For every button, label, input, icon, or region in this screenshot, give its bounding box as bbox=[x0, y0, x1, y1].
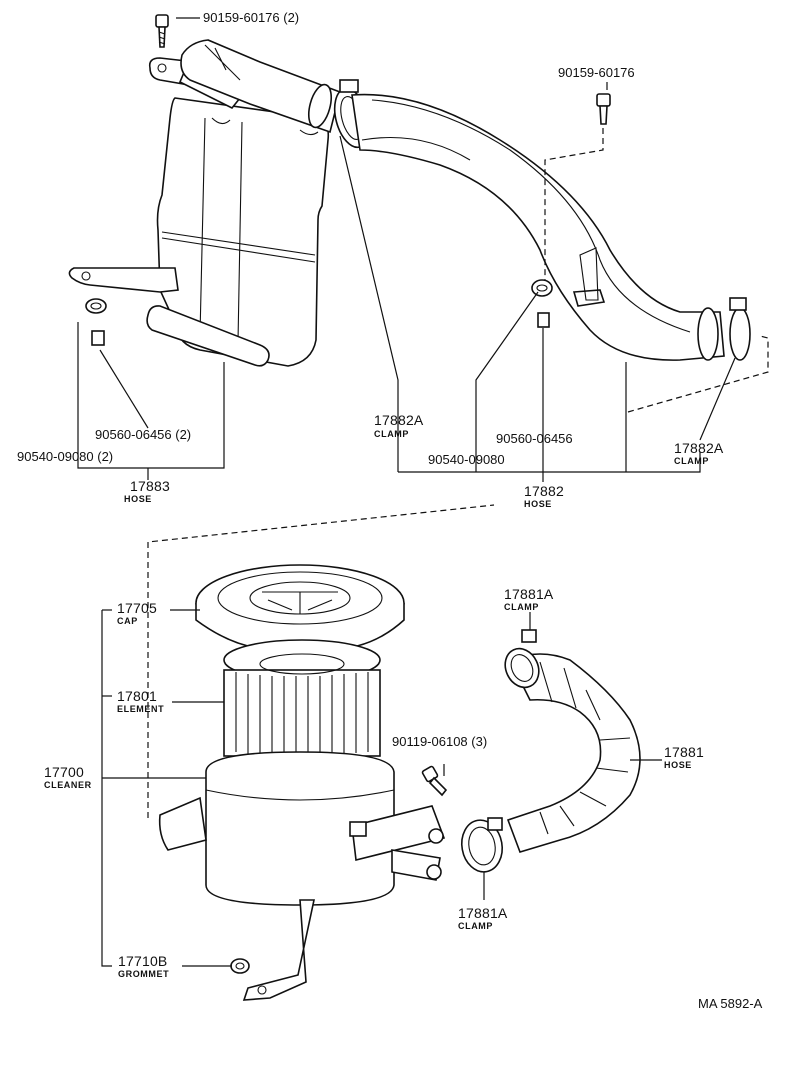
upper-leader-lines bbox=[77, 17, 769, 482]
label-cleaner-name: CLEANER bbox=[44, 780, 92, 790]
hose-17882 bbox=[351, 93, 725, 361]
label-17881-name: HOSE bbox=[664, 760, 692, 770]
label-collar-left: 90560-06456 (2) bbox=[95, 427, 192, 442]
label-17881a-top-name: CLAMP bbox=[504, 602, 539, 612]
bolt-top-left-icon bbox=[155, 14, 169, 48]
label-17881a-bottom-name: CLAMP bbox=[458, 921, 493, 931]
label-17882-name: HOSE bbox=[524, 499, 552, 509]
resonator-tank bbox=[68, 57, 330, 367]
label-grommet-left: 90540-09080 (2) bbox=[17, 449, 114, 464]
drawing-reference: MA 5892-A bbox=[698, 996, 763, 1011]
label-cap-number: 17705 bbox=[117, 600, 157, 616]
bolt-top-right-icon bbox=[596, 93, 611, 125]
label-cap-name: CAP bbox=[117, 616, 138, 626]
label-element-number: 17801 bbox=[117, 688, 157, 704]
cap-17705 bbox=[195, 564, 405, 650]
label-17881a-top-number: 17881A bbox=[504, 586, 554, 602]
label-17881a-bottom-number: 17881A bbox=[458, 905, 508, 921]
grommet-right-icon bbox=[531, 279, 553, 297]
label-collar-right: 90560-06456 bbox=[496, 431, 573, 446]
label-17710b-number: 17710B bbox=[118, 953, 168, 969]
cleaner-reference-dash bbox=[147, 504, 495, 818]
label-17882-number: 17882 bbox=[524, 483, 564, 499]
label-cleaner-number: 17700 bbox=[44, 764, 84, 780]
label-17883-name: HOSE bbox=[124, 494, 152, 504]
label-17882a-right-name: CLAMP bbox=[674, 456, 709, 466]
bolt-middle-icon bbox=[421, 765, 448, 797]
element-17801 bbox=[223, 639, 381, 757]
label-element-name: ELEMENT bbox=[117, 704, 165, 714]
hose-17881 bbox=[506, 653, 641, 853]
clamp-17882a-right-icon bbox=[697, 297, 751, 361]
label-17883-number: 17883 bbox=[130, 478, 170, 494]
label-grommet-right: 90540-09080 bbox=[428, 452, 505, 467]
collar-right-icon bbox=[537, 312, 550, 328]
label-17882a-left-name: CLAMP bbox=[374, 429, 409, 439]
label-17881-number: 17881 bbox=[664, 744, 704, 760]
clamp-17881a-top-icon bbox=[504, 629, 540, 689]
label-bolt-top-left: 90159-60176 (2) bbox=[203, 10, 300, 25]
grommet-17710b-icon bbox=[230, 958, 250, 974]
cleaner-17700 bbox=[158, 751, 446, 1001]
clamp-17881a-bottom-icon bbox=[460, 817, 504, 873]
lower-leader-lines bbox=[101, 609, 662, 967]
label-bolt-middle: 90119-06108 (3) bbox=[392, 734, 488, 749]
collar-left-icon bbox=[91, 330, 105, 346]
label-17882a-right-number: 17882A bbox=[674, 440, 724, 456]
label-17710b-name: GROMMET bbox=[118, 969, 170, 979]
label-bolt-top-right: 90159-60176 bbox=[558, 65, 635, 80]
label-17882a-left-number: 17882A bbox=[374, 412, 424, 428]
grommet-left-icon bbox=[85, 298, 107, 314]
